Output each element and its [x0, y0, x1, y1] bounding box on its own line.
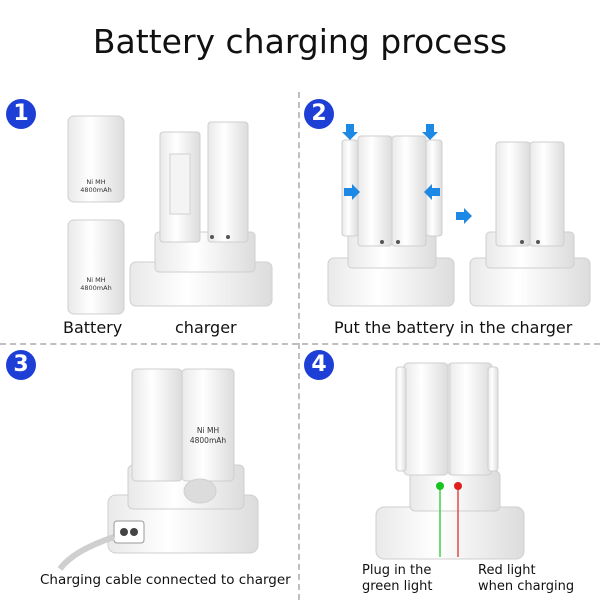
step-2-illustration	[327, 124, 591, 307]
divider-horizontal	[0, 343, 600, 345]
step-4-badge: 4	[304, 350, 334, 380]
step-2-label: Put the battery in the charger	[334, 318, 573, 337]
battery-label: Battery	[63, 318, 123, 337]
step-4-illustration	[375, 362, 525, 560]
step-3-badge: 3	[6, 350, 36, 380]
step-1-illustration	[67, 115, 273, 315]
charger-label: charger	[175, 318, 237, 337]
step-3-label: Charging cable connected to charger	[40, 572, 291, 588]
led-indicators	[436, 482, 462, 557]
step-1-badge: 1	[6, 99, 36, 129]
step-2-badge: 2	[304, 99, 334, 129]
step-3-illustration	[57, 368, 259, 571]
red-led-icon	[454, 482, 462, 490]
green-led-icon	[436, 482, 444, 490]
page-title: Battery charging process	[92, 22, 508, 61]
divider-vertical	[298, 92, 300, 600]
